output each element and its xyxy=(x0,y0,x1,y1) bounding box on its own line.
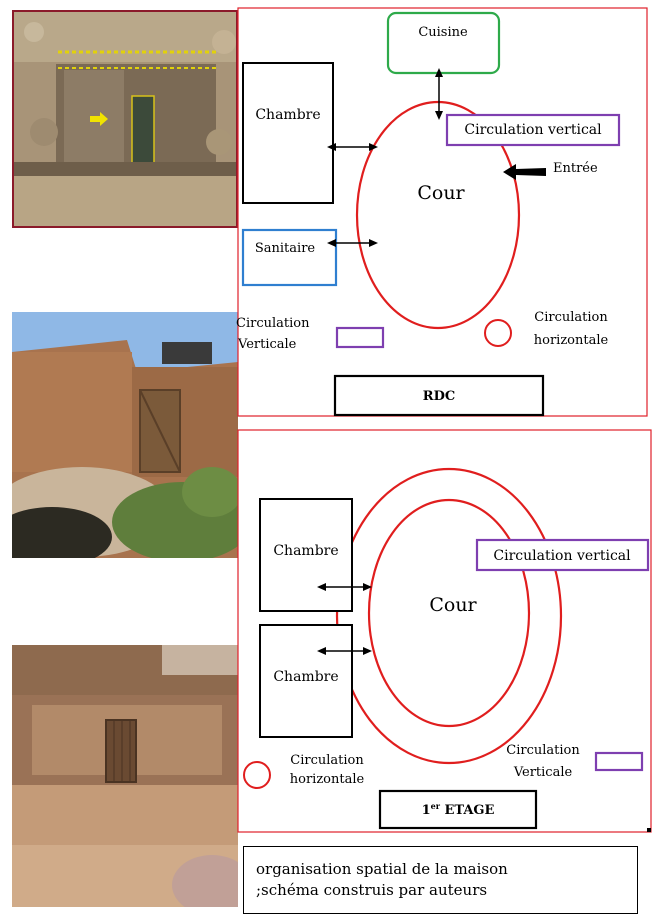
entree-label: Entrée xyxy=(553,161,598,176)
chambre-box-rdc xyxy=(242,62,334,204)
legend-horizontal-swatch-rdc xyxy=(484,319,512,347)
circulation-vertical-label-etage: Circulation vertical xyxy=(493,548,631,564)
cour-label-rdc: Cour xyxy=(417,182,465,204)
chambre-label-etage-top: Chambre xyxy=(273,543,338,559)
sanitaire-label: Sanitaire xyxy=(255,241,316,256)
legend-horizontal-etage-line1: Circulation xyxy=(290,753,364,768)
stone-doorway-photo xyxy=(12,10,238,228)
chambre-box-etage-bottom xyxy=(259,624,353,738)
legend-vertical-swatch-rdc xyxy=(335,326,385,349)
cour-inner-ellipse-etage xyxy=(367,498,531,728)
legend-vertical-rdc-line2: Verticale xyxy=(237,337,297,352)
mud-brick-house-photo xyxy=(12,312,238,558)
etage-frame xyxy=(237,429,652,833)
cour-outer-ellipse-etage xyxy=(335,467,563,765)
chambre-label-rdc: Chambre xyxy=(255,107,320,123)
legend-vertical-rdc-line1: Circulation xyxy=(236,316,310,331)
earthen-wall-door-photo xyxy=(12,645,238,907)
etage-label-box xyxy=(378,789,538,830)
caption-line-1: organisation spatial de la maison xyxy=(256,860,508,878)
circulation-vertical-label-rdc: Circulation vertical xyxy=(464,122,602,138)
etage-label-number: 1 xyxy=(422,803,431,818)
chambre-box-etage-top xyxy=(259,498,353,612)
circulation-vertical-box-etage xyxy=(475,538,650,572)
cuisine-label: Cuisine xyxy=(418,25,468,40)
rdc-label: RDC xyxy=(423,389,455,404)
legend-horizontal-rdc-line2: horizontale xyxy=(534,333,609,348)
entree-arrow xyxy=(503,164,546,180)
etage-label: 1er ETAGE xyxy=(422,801,495,818)
cour-ellipse-rdc xyxy=(355,100,521,330)
legend-vertical-etage-line2: Verticale xyxy=(513,765,573,780)
legend-vertical-etage-line1: Circulation xyxy=(506,743,580,758)
legend-horizontal-rdc-line1: Circulation xyxy=(534,310,608,325)
mud-brick-house-illustration xyxy=(12,312,238,558)
etage-label-rest: ETAGE xyxy=(440,803,495,818)
legend-vertical-swatch-etage xyxy=(594,751,644,772)
frame-corner-mark xyxy=(647,828,651,832)
circulation-vertical-box-rdc xyxy=(445,113,621,147)
cour-label-etage: Cour xyxy=(429,594,477,616)
earthen-wall-door-illustration xyxy=(12,645,238,907)
cuisine-box xyxy=(386,11,501,75)
rdc-label-box xyxy=(333,374,545,417)
etage-label-superscript: er xyxy=(431,801,441,811)
chambre-label-etage-bottom: Chambre xyxy=(273,669,338,685)
legend-horizontal-swatch-etage xyxy=(243,761,271,789)
stone-doorway-illustration xyxy=(14,12,236,226)
figure-caption: organisation spatial de la maison ;schém… xyxy=(243,846,638,914)
sanitaire-box xyxy=(241,228,338,287)
legend-horizontal-etage-line2: horizontale xyxy=(290,772,365,787)
caption-line-2: ;schéma construis par auteurs xyxy=(256,881,488,899)
